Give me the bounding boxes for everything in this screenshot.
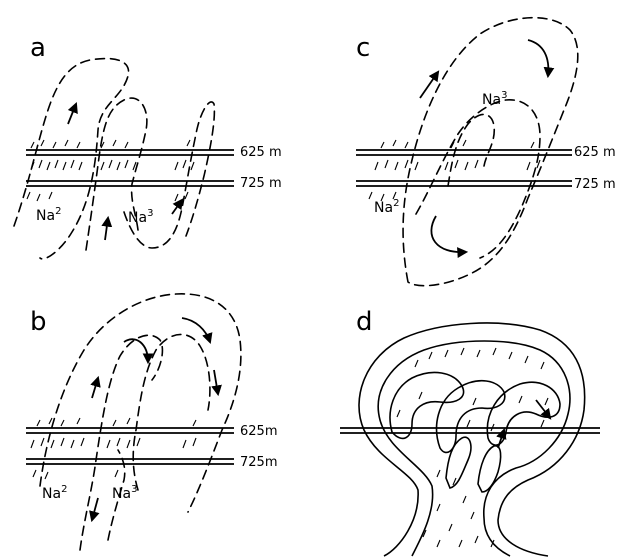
panel-b-arrow-curve-right: [182, 318, 210, 342]
panel-b-arrow-curve-top: [124, 339, 148, 362]
panel-b-depth-625: 625m: [240, 424, 277, 439]
panel-c-outer-loop: [403, 18, 578, 286]
panel-d-plume-inner: [378, 341, 570, 556]
panel-c-label-na3: Na3: [482, 90, 507, 108]
panel-b-depth-725: 725m: [240, 455, 277, 470]
panel-a-depth-625: 625 m: [240, 145, 282, 160]
panel-a-arrow-up-mid: [105, 218, 108, 240]
panel-d-stem-right: [478, 446, 501, 492]
panel-b-arrow-down-mid: [92, 498, 98, 520]
panel-b-inner-loop-mid: [133, 334, 210, 490]
panel-d-hatching: [397, 348, 548, 547]
panel-d-plume-outer: [359, 323, 585, 556]
panel-b-arrow-up-left: [92, 378, 98, 398]
panel-c-arrow-up-left: [420, 72, 438, 98]
panel-c-depth-725: 725 m: [574, 177, 616, 192]
panel-c-arrow-curve-right: [528, 40, 548, 76]
panel-a-label-na3: Na3: [128, 208, 153, 226]
panel-b: b 625m 725m Na2 Na3: [26, 294, 277, 550]
panel-c-letter: c: [356, 33, 370, 63]
panel-d-stem-left: [446, 437, 471, 488]
panel-d: d: [340, 307, 600, 556]
panel-b-label-na3: Na3: [112, 484, 137, 502]
panel-a-label-na2: Na2: [36, 206, 61, 224]
panel-a: a 625 m 725 m Na2 Na3: [14, 33, 282, 259]
panel-d-depth-line: [340, 428, 600, 433]
panel-c: c 625 m 725 m Na3 Na2: [356, 18, 616, 286]
panel-a-depth-725: 725 m: [240, 176, 282, 191]
panel-c-depth-625: 625 m: [574, 145, 616, 160]
panel-d-letter: d: [356, 307, 373, 337]
panel-a-loop-mid: [86, 98, 147, 250]
panel-b-outer-loop: [40, 294, 241, 512]
panel-c-mid-loop: [416, 100, 540, 258]
panel-c-label-na2: Na2: [374, 198, 399, 216]
panel-b-depth-lines: [26, 428, 234, 464]
panel-a-depth-lines: [26, 150, 234, 186]
panel-c-arrow-curve-bottom: [431, 216, 466, 252]
panel-a-letter: a: [30, 33, 46, 63]
panel-a-loop-left: [14, 59, 129, 259]
panel-d-lobe-right: [487, 382, 560, 445]
panel-a-arrow-up-left: [68, 104, 76, 124]
panel-b-label-na2: Na2: [42, 484, 67, 502]
panel-b-arrow-down-right: [214, 370, 218, 394]
panel-c-depth-lines: [356, 150, 572, 186]
panel-b-letter: b: [30, 307, 47, 337]
